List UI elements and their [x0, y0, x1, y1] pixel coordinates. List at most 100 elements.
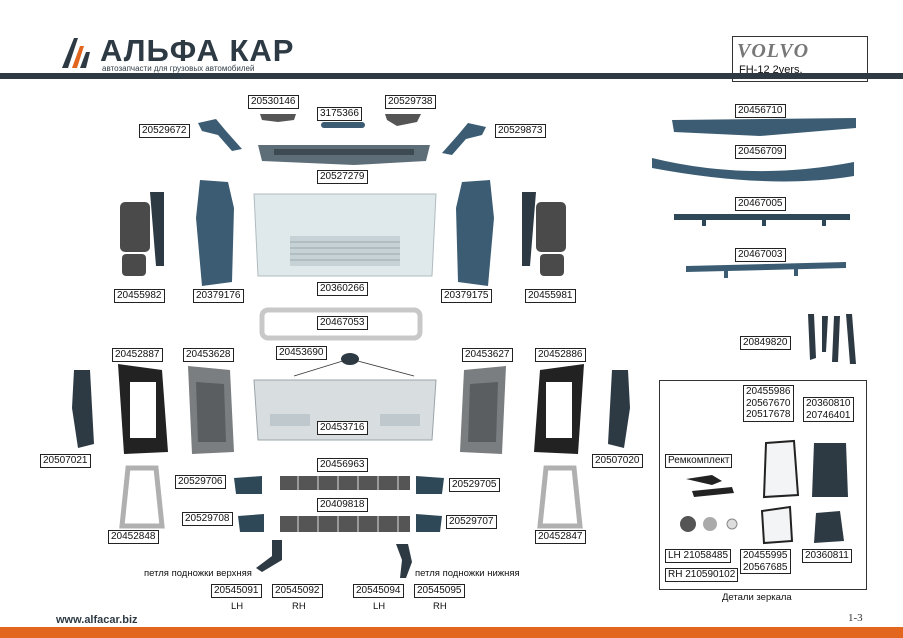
header: АЛЬФА КАР автозапчасти для грузовых авто… [0, 0, 903, 84]
label-20529873: 20529873 [495, 124, 546, 138]
bracket-3175366-image [320, 120, 366, 130]
caption-lh-2: LH [373, 601, 386, 612]
caption-step-upper: петля подножки верхняя [144, 568, 252, 579]
mirror-glass-labels: 20455986 20567670 20517678 [743, 385, 794, 422]
label-20467005: 20467005 [735, 197, 786, 211]
kit-lh-label: LH 21058485 [665, 549, 732, 563]
mirror-cover-labels: 20360810 20746401 [803, 397, 854, 422]
label-20529707: 20529707 [446, 515, 497, 529]
label-20529706: 20529706 [175, 475, 226, 489]
sun-visor-20456710-image [670, 114, 858, 140]
lamp-frame-right-image [536, 464, 584, 530]
label-20527279: 20527279 [317, 170, 368, 184]
label-20453690: 20453690 [276, 346, 327, 360]
headlamp-frame-left-image [112, 362, 172, 458]
label-20545091: 20545091 [211, 584, 262, 598]
label-20529738: 20529738 [385, 95, 436, 109]
label-20456709: 20456709 [735, 145, 786, 159]
label-3175366: 3175366 [317, 107, 362, 121]
label-20456963: 20456963 [317, 458, 368, 472]
website[interactable]: www.alfacar.biz [56, 614, 138, 626]
cover-20529707-image [414, 512, 444, 534]
repair-kit-label: Ремкомплект [665, 454, 733, 468]
label-20529705: 20529705 [449, 478, 500, 492]
label-20409818: 20409818 [317, 498, 368, 512]
upper-panel-image [254, 141, 434, 167]
footer-band [0, 627, 903, 638]
grille-20409818-image [278, 512, 412, 536]
mirror-parts-box: 20455986 20567670 20517678 20360810 2074… [659, 380, 867, 590]
repair-kit-bracket-image [682, 473, 738, 501]
cover-20529705-image [414, 474, 446, 496]
bar-20467005-image [672, 210, 852, 228]
label-20529708: 20529708 [182, 512, 233, 526]
deflector-left-image [196, 117, 244, 153]
cover-20529706-image [232, 474, 264, 496]
side-bracket-right-image [604, 368, 634, 450]
label-20507021: 20507021 [40, 454, 91, 468]
label-20453628: 20453628 [183, 348, 234, 362]
caption-rh-1: RH [292, 601, 306, 612]
label-20530146: 20530146 [248, 95, 299, 109]
grille-20360266-image [250, 190, 440, 282]
mirror-right-image [518, 186, 568, 282]
mirror-cover-line-2: 20746401 [806, 409, 851, 421]
mirror-box-footer: Детали зеркала [722, 592, 792, 603]
label-20545092: 20545092 [272, 584, 323, 598]
label-20529672: 20529672 [139, 124, 190, 138]
label-20507020: 20507020 [592, 454, 643, 468]
leader-lines [290, 356, 420, 380]
header-band [0, 73, 903, 79]
mirror-glass-small-line-1: 20455995 [743, 550, 788, 561]
mirror-cover-line-1: 20360810 [806, 398, 851, 409]
mirror-cover-small-image [810, 509, 848, 545]
bar-20467003-image [684, 258, 848, 280]
emblem-20453690-image [340, 352, 360, 366]
mirror-glass-small-image [758, 505, 796, 545]
bumper-20453716-image [250, 376, 440, 444]
lamp-frame-left-image [118, 464, 166, 530]
mirror-glass-line-1: 20455986 [746, 386, 791, 397]
vehicle-make: VOLVO [737, 40, 810, 62]
repair-kit-fasteners-image [670, 511, 742, 537]
cover-20529708-image [236, 512, 266, 534]
label-20379176: 20379176 [193, 289, 244, 303]
brackets-20849820-image [800, 308, 860, 368]
label-20453716: 20453716 [317, 421, 368, 435]
label-20545094: 20545094 [353, 584, 404, 598]
label-20452887: 20452887 [112, 348, 163, 362]
label-20849820: 20849820 [740, 336, 791, 350]
label-20379175: 20379175 [441, 289, 492, 303]
label-20456710: 20456710 [735, 104, 786, 118]
label-20455981: 20455981 [525, 289, 576, 303]
mirror-glass-small-labels: 20455995 20567685 [740, 549, 791, 574]
mirror-left-image [118, 186, 168, 282]
label-20452847: 20452847 [535, 530, 586, 544]
label-20453627: 20453627 [462, 348, 513, 362]
grille-20456963-image [278, 472, 412, 494]
brand-logo-icon [60, 36, 100, 70]
bracket-20530146-image [258, 110, 298, 124]
sun-visor-20456709-image [650, 152, 856, 192]
label-20545095: 20545095 [414, 584, 465, 598]
headlamp-housing-right-image [456, 362, 510, 458]
label-20452848: 20452848 [108, 530, 159, 544]
label-20467003: 20467003 [735, 248, 786, 262]
brand-tagline: автозапчасти для грузовых автомобилей [102, 64, 255, 73]
mirror-glass-small-line-2: 20567685 [743, 561, 788, 573]
headlamp-frame-right-image [530, 362, 590, 458]
deflector-right-image [440, 121, 488, 157]
mirror-glass-large-image [760, 439, 800, 499]
seal-frame-20467053-image [258, 306, 424, 342]
label-20360266: 20360266 [317, 282, 368, 296]
label-20452886: 20452886 [535, 348, 586, 362]
mirror-glass-line-3: 20517678 [746, 409, 791, 420]
caption-lh-1: LH [231, 601, 244, 612]
step-hinge-lower-image [392, 542, 422, 580]
headlamp-housing-left-image [184, 362, 238, 458]
bracket-20529738-image [383, 110, 423, 128]
caption-rh-2: RH [433, 601, 447, 612]
caption-step-lower: петля подножки нижняя [415, 568, 520, 579]
mirror-cover-small-label: 20360811 [802, 549, 852, 563]
label-20455982: 20455982 [114, 289, 165, 303]
